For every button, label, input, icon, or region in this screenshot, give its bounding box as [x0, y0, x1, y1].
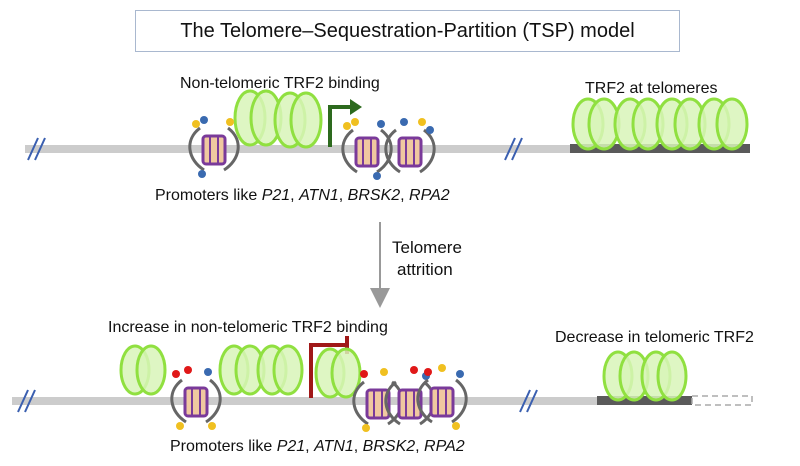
promoters-prefix: Promoters like — [155, 187, 262, 204]
bottom-promoters-label: Promoters like P21, ATN1, BRSK2, RPA2 — [170, 438, 465, 455]
top-trf2-telomere — [571, 97, 749, 151]
top-break-marks — [27, 137, 523, 161]
gene-brsk2: BRSK2 — [362, 438, 416, 455]
top-trf2-chromatin — [233, 89, 323, 149]
bottom-trf2-telomere — [602, 350, 688, 402]
top-promoters-label: Promoters like P21, ATN1, BRSK2, RPA2 — [155, 187, 450, 204]
activation-arrow — [328, 99, 362, 147]
top-chromatin-row — [25, 89, 750, 180]
top-nucleosomes — [188, 116, 436, 180]
lost-telomere-dna — [691, 395, 753, 406]
bottom-dna-strand — [12, 397, 597, 405]
gene-brsk2: BRSK2 — [347, 187, 401, 204]
gene-atn1: ATN1 — [299, 187, 339, 204]
top-binding-label: Non-telomeric TRF2 binding — [180, 75, 380, 92]
nucleosome — [170, 366, 222, 430]
bottom-break-marks — [17, 389, 538, 413]
gene-p21: P21 — [276, 438, 306, 455]
promoters-prefix: Promoters like — [170, 438, 277, 455]
bottom-telomere-dna — [597, 396, 692, 405]
bottom-telomere-label: Decrease in telomeric TRF2 — [555, 329, 754, 346]
bottom-trf2-chromatin — [119, 344, 362, 399]
nucleosome — [416, 364, 468, 430]
gene-atn1: ATN1 — [314, 438, 354, 455]
bottom-nucleosomes — [170, 364, 468, 432]
top-telomere-label: TRF2 at telomeres — [585, 80, 718, 97]
top-dna-strand — [25, 145, 570, 153]
gene-rpa2: RPA2 — [424, 438, 465, 455]
bottom-binding-label: Increase in non-telomeric TRF2 binding — [108, 319, 388, 336]
gene-rpa2: RPA2 — [409, 187, 450, 204]
attrition-label-line2: attrition — [397, 260, 453, 279]
top-telomere-dna — [570, 144, 750, 153]
nucleosome — [384, 118, 436, 174]
bottom-chromatin-row — [12, 336, 753, 432]
nucleosome — [341, 118, 393, 180]
attrition-label-line1: Telomere — [392, 238, 462, 257]
gene-p21: P21 — [261, 187, 291, 204]
nucleosome — [188, 116, 240, 178]
figure-title: The Telomere–Sequestration-Partition (TS… — [135, 10, 680, 52]
